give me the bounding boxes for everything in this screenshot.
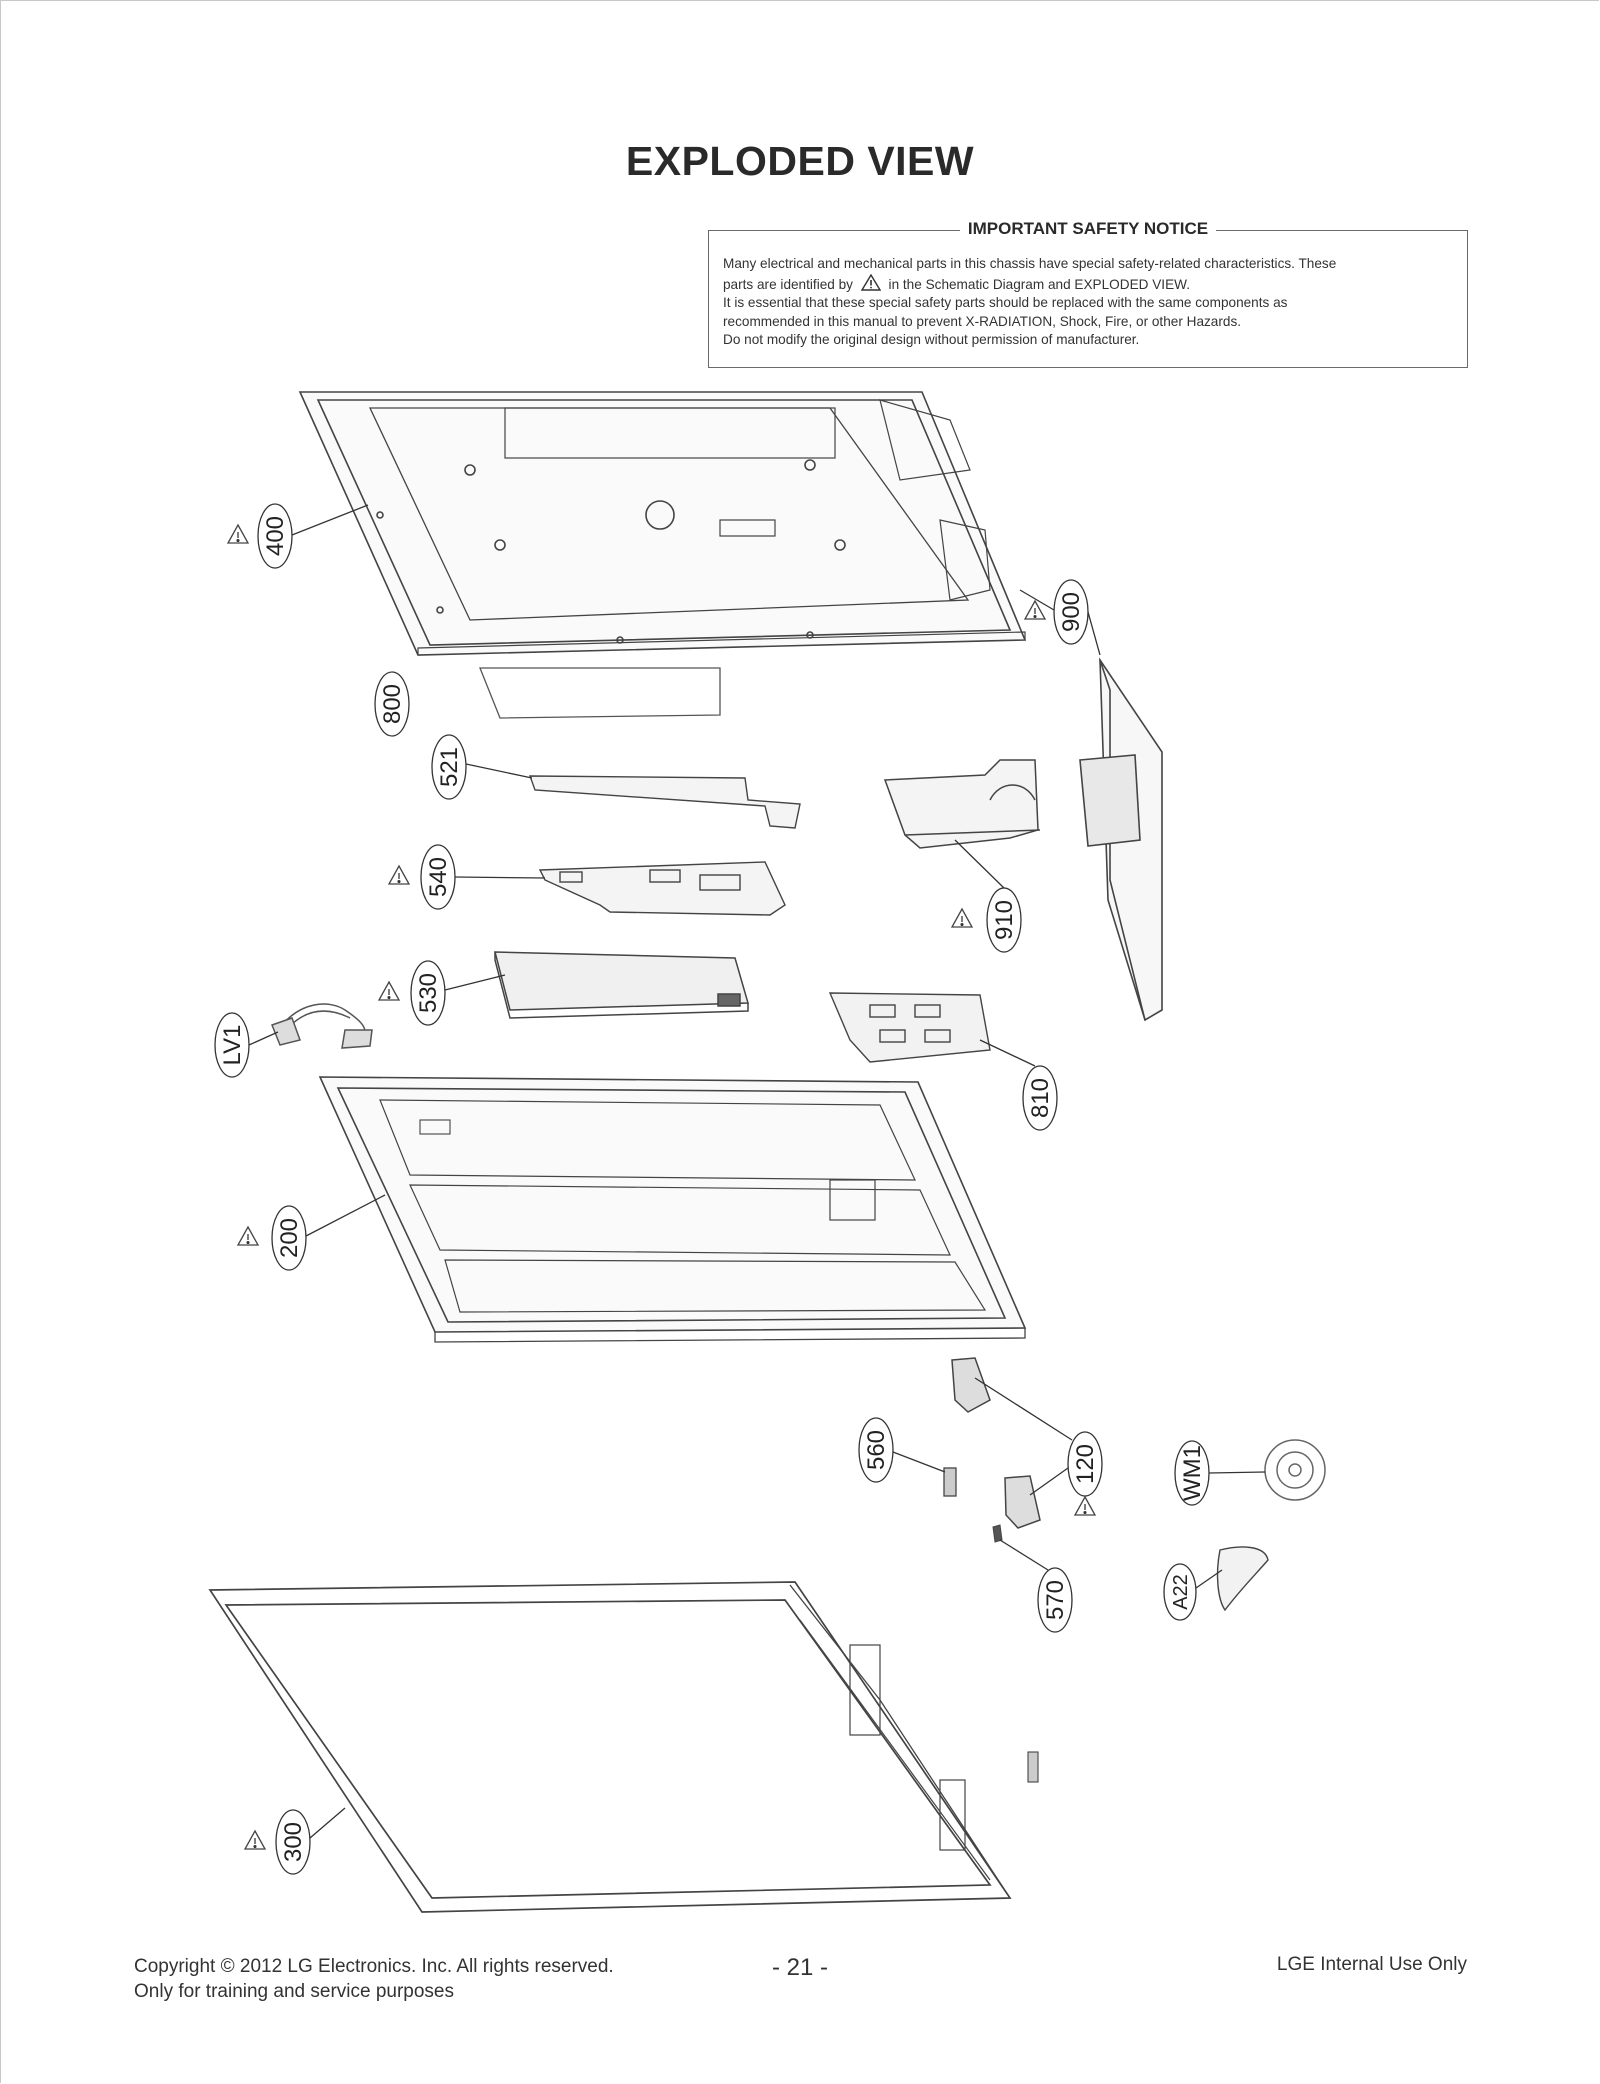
- safety-notice-heading: IMPORTANT SAFETY NOTICE: [959, 219, 1217, 238]
- callout-wm1: WM1: [1174, 1440, 1266, 1506]
- callout-300-label: 300: [280, 1822, 307, 1862]
- callout-900-label: 900: [1058, 592, 1085, 632]
- part-a22-remote: [1216, 1546, 1269, 1612]
- callout-530: 530: [378, 960, 506, 1026]
- callout-a22: A22: [1163, 1563, 1223, 1621]
- safety-notice-box: IMPORTANT SAFETY NOTICE Many electrical …: [708, 219, 1468, 368]
- callout-521-label: 521: [436, 747, 463, 787]
- callout-300: 300: [244, 1807, 346, 1875]
- part-570: [992, 1524, 1003, 1543]
- callout-120-label: 120: [1072, 1444, 1099, 1484]
- part-lv1-cable: [271, 1003, 373, 1049]
- callout-200: 200: [237, 1194, 386, 1271]
- part-400-back-cover: [298, 391, 1027, 656]
- notice-line-1: Many electrical and mechanical parts in …: [723, 256, 1337, 271]
- callout-540-label: 540: [425, 857, 452, 897]
- part-560: [943, 1467, 957, 1497]
- callout-800-label: 800: [379, 684, 406, 724]
- footer-internal-use: LGE Internal Use Only: [1276, 1954, 1467, 1975]
- part-540-main-board: [538, 861, 786, 916]
- footer-copyright: Copyright © 2012 LG Electronics. Inc. Al…: [134, 1956, 614, 1977]
- callout-810: 810: [979, 1039, 1058, 1131]
- callout-a22-label: A22: [1170, 1574, 1192, 1610]
- part-530-power-supply: [494, 951, 749, 1019]
- safety-notice-text: Many electrical and mechanical parts in …: [723, 255, 1453, 350]
- part-800-sheet: [479, 667, 721, 719]
- callout-540: 540: [388, 844, 546, 910]
- callout-521: 521: [431, 734, 533, 800]
- part-521-board: [529, 775, 801, 829]
- callout-810-label: 810: [1027, 1078, 1054, 1118]
- callout-400: 400: [227, 503, 369, 569]
- callout-wm1-label: WM1: [1179, 1445, 1206, 1501]
- notice-line-2a: parts are identified by: [723, 276, 853, 292]
- part-wm1-wall-mount: [1264, 1439, 1326, 1501]
- callout-lv1: LV1: [214, 1012, 279, 1078]
- callout-400-label: 400: [262, 516, 289, 556]
- part-810-bracket: [828, 992, 991, 1063]
- callout-900: 900: [1019, 579, 1101, 656]
- part-910-stand-neck: [883, 759, 1041, 849]
- part-900-stand-base: [1079, 657, 1163, 1022]
- callout-910-label: 910: [991, 900, 1018, 940]
- footer-page-number: - 21 -: [771, 1954, 828, 1981]
- footer-copyright-block: Copyright © 2012 LG Electronics. Inc. Al…: [134, 1954, 614, 2004]
- part-120-speakers: [951, 1357, 1041, 1529]
- warning-triangle-icon: [860, 273, 882, 291]
- notice-line-3: It is essential that these special safet…: [723, 295, 1288, 310]
- callout-200-label: 200: [276, 1218, 303, 1258]
- callout-570: 570: [999, 1539, 1073, 1633]
- footer-purpose: Only for training and service purposes: [134, 1981, 454, 2002]
- callout-lv1-label: LV1: [219, 1025, 246, 1066]
- part-300-front-cabinet: [208, 1581, 1039, 1913]
- callout-120: 120: [974, 1377, 1103, 1516]
- callout-800: 800: [374, 671, 410, 737]
- notice-line-5: Do not modify the original design withou…: [723, 332, 1140, 347]
- callout-530-label: 530: [415, 973, 442, 1013]
- page-title: EXPLODED VIEW: [625, 138, 975, 184]
- callout-570-label: 570: [1042, 1580, 1069, 1620]
- callout-560: 560: [858, 1417, 946, 1483]
- notice-line-4: recommended in this manual to prevent X-…: [723, 313, 1242, 329]
- part-200-panel-frame: [318, 1076, 1027, 1343]
- notice-line-2b: in the Schematic Diagram and EXPLODED VI…: [888, 276, 1190, 292]
- callout-560-label: 560: [863, 1430, 890, 1470]
- callout-910: 910: [951, 839, 1022, 953]
